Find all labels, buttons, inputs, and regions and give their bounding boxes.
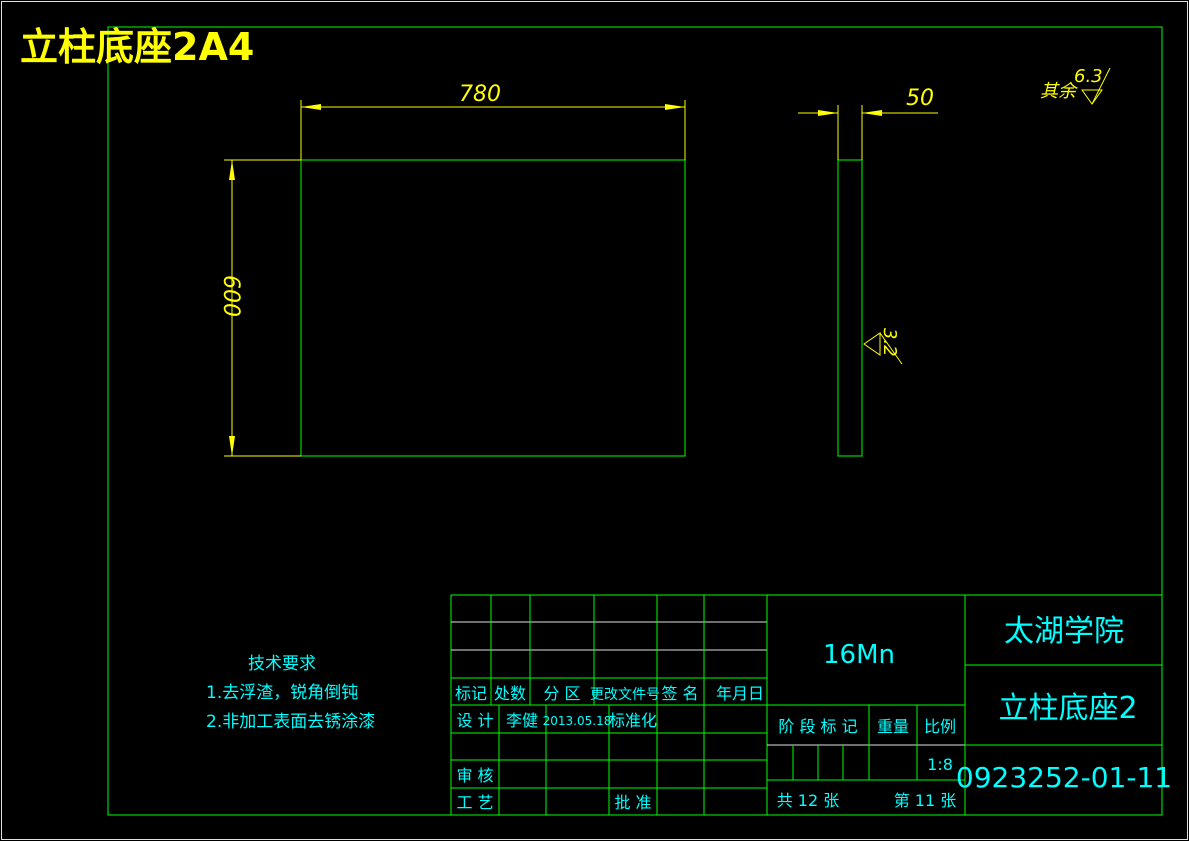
review-label: 审 核 (456, 766, 493, 785)
stage-label: 阶 段 标 记 (778, 717, 857, 736)
school-name: 太湖学院 (1004, 614, 1124, 649)
roughness-rest-label: 其余 (1040, 81, 1078, 102)
side-view-plate (837, 159, 863, 457)
design-date: 2013.05.18 (543, 714, 612, 728)
title-block (450, 594, 1163, 816)
scale-value: 1:8 (927, 755, 953, 774)
roughness-symbol-rest: 其余 6.3 (1040, 66, 1111, 105)
sheets-total: 共 12 张 (777, 791, 840, 810)
header-mark: 标记 (455, 684, 487, 703)
dimension-height-label: 600 (218, 275, 243, 317)
sheet-number: 第 11 张 (894, 791, 957, 810)
header-zone: 分 区 (543, 684, 580, 703)
drawing-number: 0923252-01-11 (956, 761, 1172, 794)
roughness-rest-value: 6.3 (1074, 66, 1103, 87)
technical-requirements: 技术要求 1.去浮渣，锐角倒钝 2.非加工表面去锈涂漆 (206, 654, 375, 732)
approve-label: 批 准 (614, 793, 651, 812)
design-label: 设 计 (456, 711, 493, 730)
tech-requirement-item: 2.非加工表面去锈涂漆 (206, 712, 375, 732)
header-count: 处数 (494, 684, 526, 703)
dimension-width-label: 780 (459, 82, 501, 107)
header-date: 年月日 (716, 684, 764, 703)
process-label: 工 艺 (456, 793, 493, 812)
standardization-label: 标准化 (609, 711, 657, 730)
weight-label: 重量 (877, 717, 909, 736)
scale-label: 比例 (924, 717, 956, 736)
header-change-doc: 更改文件号 (590, 687, 660, 703)
dimension-thickness: 50 (798, 86, 938, 160)
designer-name: 李健 (506, 711, 538, 730)
roughness-surface-value: 3.2 (879, 328, 900, 357)
front-view-plate (300, 159, 686, 457)
tech-requirements-heading: 技术要求 (248, 654, 316, 674)
roughness-symbol-surface: 3.2 (863, 328, 903, 365)
tech-requirement-item: 1.去浮渣，锐角倒钝 (206, 683, 358, 703)
dimension-height: 600 (218, 159, 301, 457)
header-signature: 签 名 (661, 684, 698, 703)
dimension-thickness-label: 50 (906, 86, 934, 111)
material: 16Mn (823, 640, 895, 670)
dimension-width: 780 (300, 82, 686, 160)
part-name: 立柱底座2 (998, 691, 1137, 726)
drawing-title: 立柱底座2A4 (20, 25, 254, 69)
